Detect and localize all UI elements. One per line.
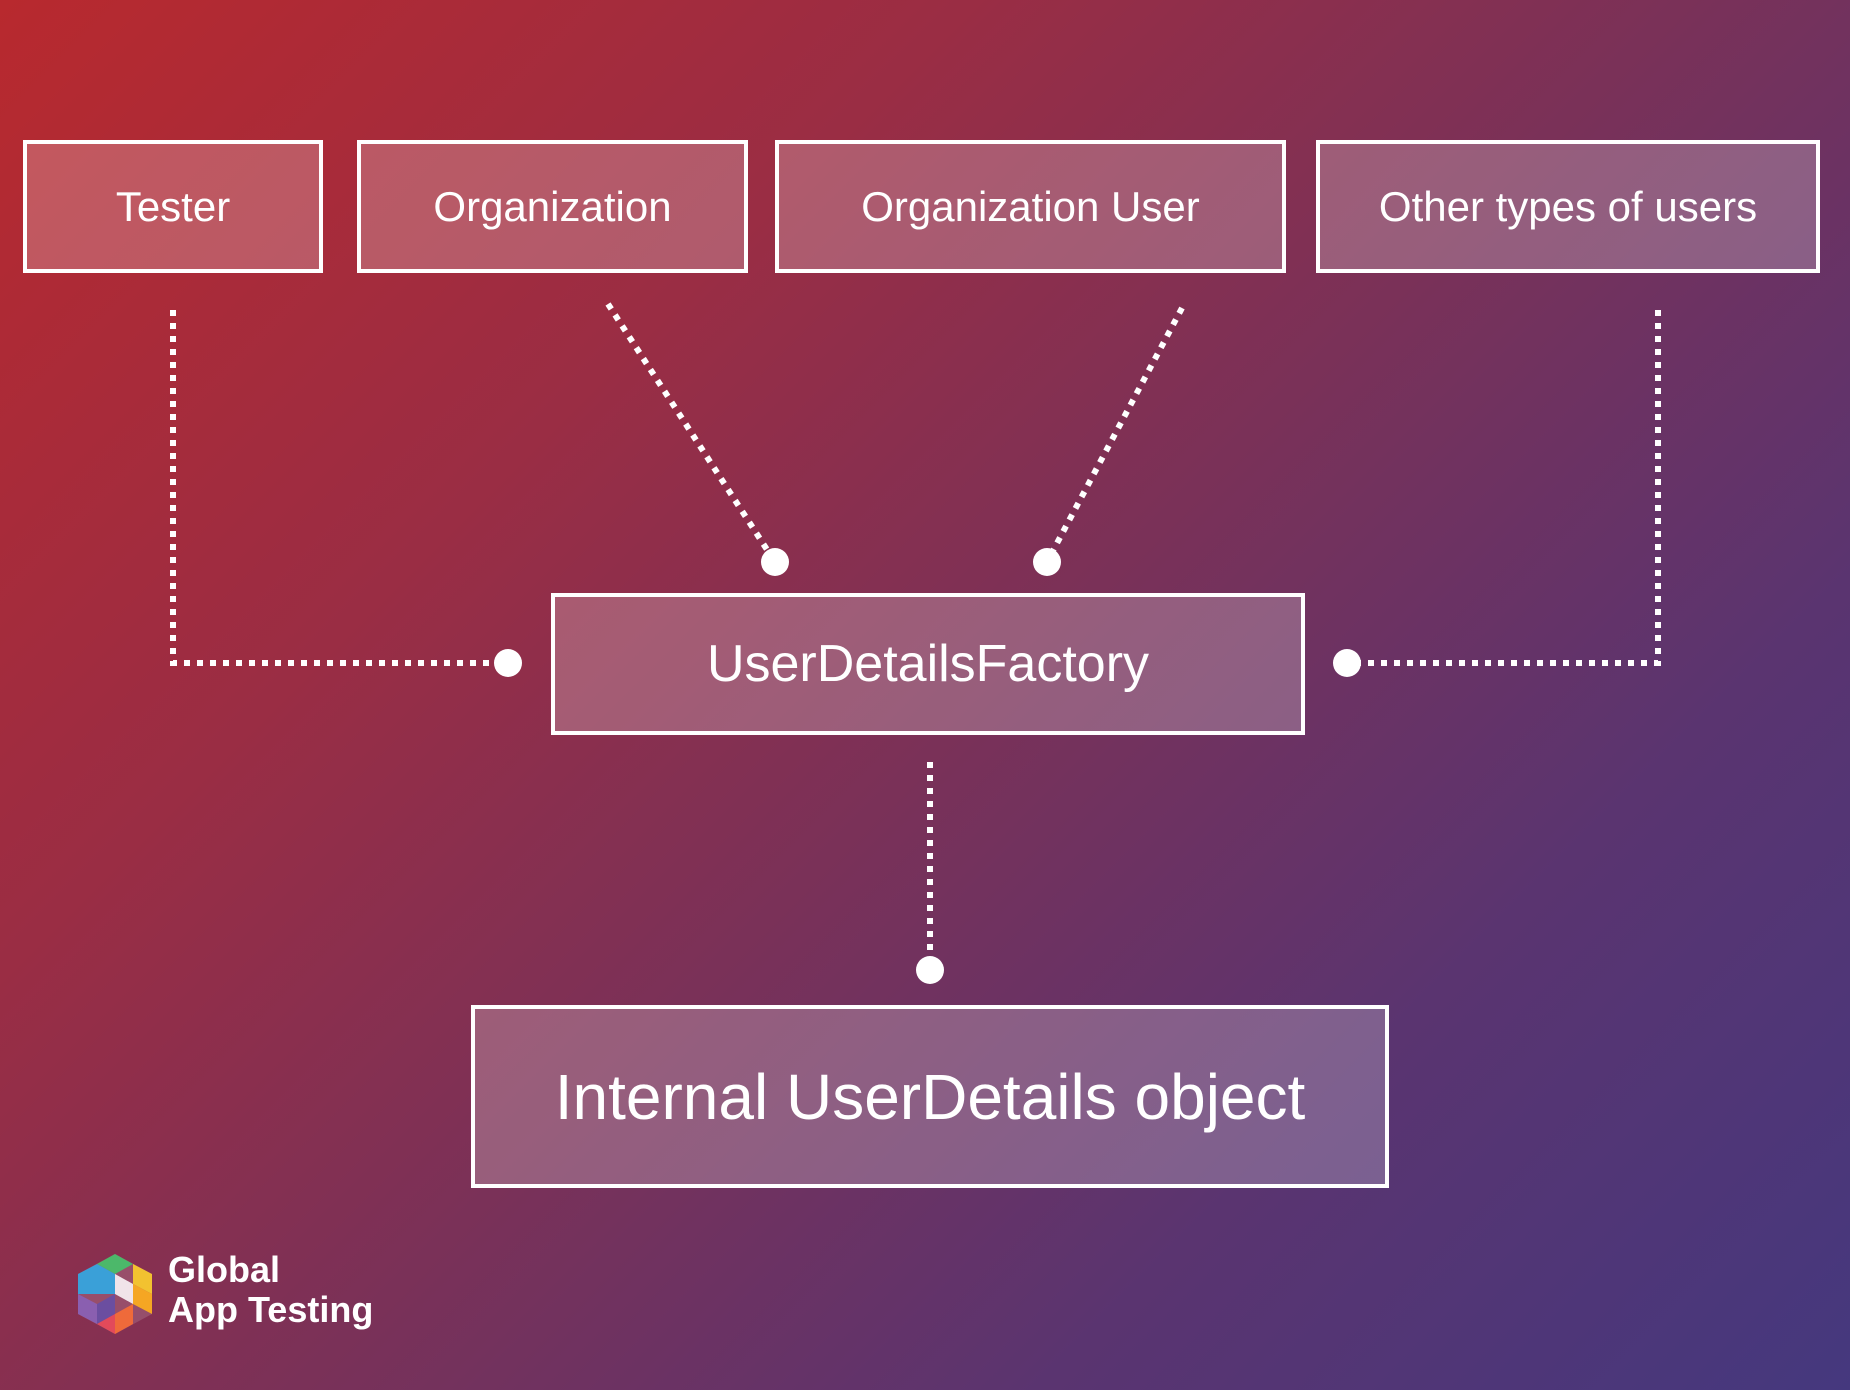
connector-other-users-factory [1347,310,1661,666]
node-internal-userdetails-object: Internal UserDetails object [471,1005,1389,1188]
node-tester: Tester [23,140,323,273]
node-organization-user-label: Organization User [861,182,1200,230]
logo-wordmark: Global App Testing [168,1250,373,1330]
endpoint-dot-organization [761,548,789,576]
connector-organization-user-factory [1044,306,1185,564]
endpoint-dot-tester [494,649,522,677]
node-user-details-factory: UserDetailsFactory [551,593,1305,735]
endpoint-dot-output [916,956,944,984]
hexagon-logo-icon [78,1254,152,1334]
endpoint-dot-organization-user [1033,548,1061,576]
node-other-users: Other types of users [1316,140,1820,273]
node-organization-label: Organization [433,182,672,230]
node-organization: Organization [357,140,748,273]
node-tester-label: Tester [115,182,231,230]
connector-tester-factory [170,310,508,666]
logo-line-2: App Testing [168,1289,374,1330]
connector-organization-factory [605,302,778,564]
endpoint-dot-other-users [1333,649,1361,677]
logo-line-1: Global [168,1249,281,1290]
node-organization-user: Organization User [775,140,1286,273]
global-app-testing-logo: Global App Testing [70,1250,390,1340]
node-other-users-label: Other types of users [1378,182,1758,230]
node-internal-userdetails-object-label: Internal UserDetails object [554,1060,1306,1133]
node-user-details-factory-label: UserDetailsFactory [706,635,1150,693]
